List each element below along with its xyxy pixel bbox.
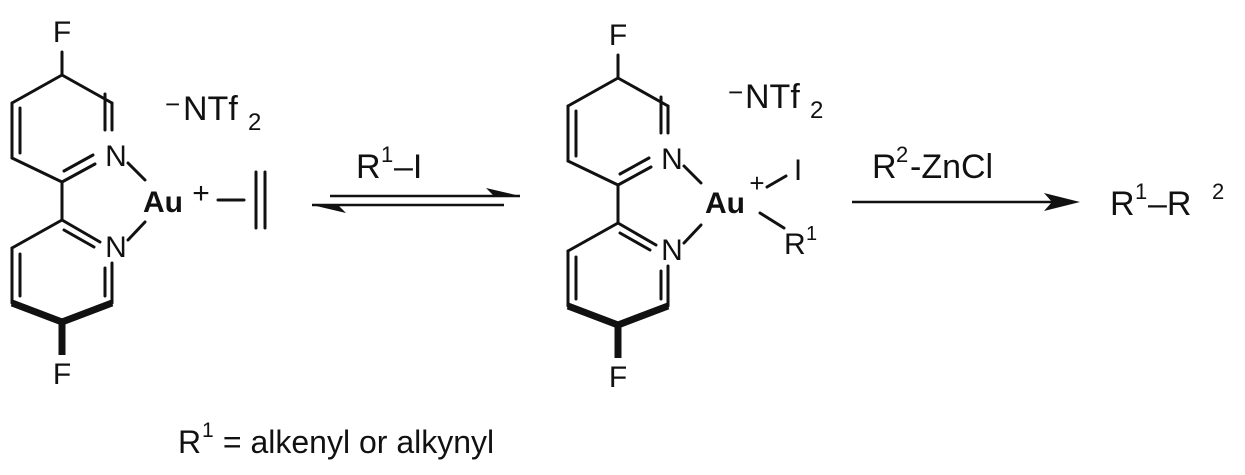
complex-2: F F N N Au + I R 1 − NTf 2 [566,19,823,394]
nitrogen-bottom-label-2: N [661,234,683,267]
counterion-subscript-2: 2 [810,97,823,124]
reagent-1-superscript: 1 [381,142,393,167]
n-au-bond-top-2 [682,164,703,185]
caption: R 1 = alkenyl or alkynyl [178,419,494,460]
gold-atom-label: Au [143,186,183,219]
equilibrium-arrows: R 1 –I [312,142,520,213]
fluorine-bottom-label: F [53,358,71,391]
bottom-pyridine-ring-2 [566,221,670,358]
product: R 1 –R 2 [1110,179,1224,223]
reagent-1-rest: –I [394,148,422,186]
caption-r: R [178,424,201,460]
product-r2-superscript: 2 [1212,179,1224,204]
r1-ligand-label: R [784,228,806,261]
cation-charge-label: + [192,177,210,210]
reagent-1-label: R [356,148,381,186]
counterion-label-2: NTf [745,78,800,116]
cation-charge-label-2: + [749,168,764,198]
top-pyridine-ring [10,50,114,184]
ethylene [254,170,267,230]
n-au-bond-bottom-2 [682,223,703,245]
fluorine-top-label-2: F [609,19,627,52]
n-au-bond-top [126,161,147,182]
caption-text: = alkenyl or alkynyl [214,424,494,460]
nitrogen-bottom-label: N [105,231,127,264]
product-r2: –R [1148,185,1191,223]
complex-1: F F N N Au + − NTf 2 [10,16,267,391]
reagent-2-superscript: 2 [896,142,908,167]
product-r1-superscript: 1 [1135,179,1147,204]
fluorine-bottom-label-2: F [609,361,627,394]
counterion-subscript: 2 [248,109,261,136]
counterion-sign-2: − [728,77,743,107]
reagent-2-rest: -ZnCl [910,148,993,186]
n-au-bond-bottom [126,220,147,242]
au-r1-bond [758,211,786,230]
forward-arrow: R 2 -ZnCl [852,142,1080,211]
nitrogen-top-label-2: N [661,143,683,176]
counterion-label: NTf [183,90,238,128]
nitrogen-top-label: N [105,140,127,173]
counterion-sign: − [165,89,180,119]
fluorine-top-label: F [53,16,71,49]
gold-atom-label-2: Au [705,187,745,220]
r1-ligand-superscript: 1 [806,223,817,245]
product-r1: R [1110,185,1135,223]
au-iodide-bond [765,174,788,189]
bottom-pyridine-ring [10,218,114,355]
iodide-label: I [794,154,802,187]
reagent-2-label: R [872,148,897,186]
caption-superscript: 1 [202,419,214,442]
top-pyridine-ring-2 [566,53,670,187]
